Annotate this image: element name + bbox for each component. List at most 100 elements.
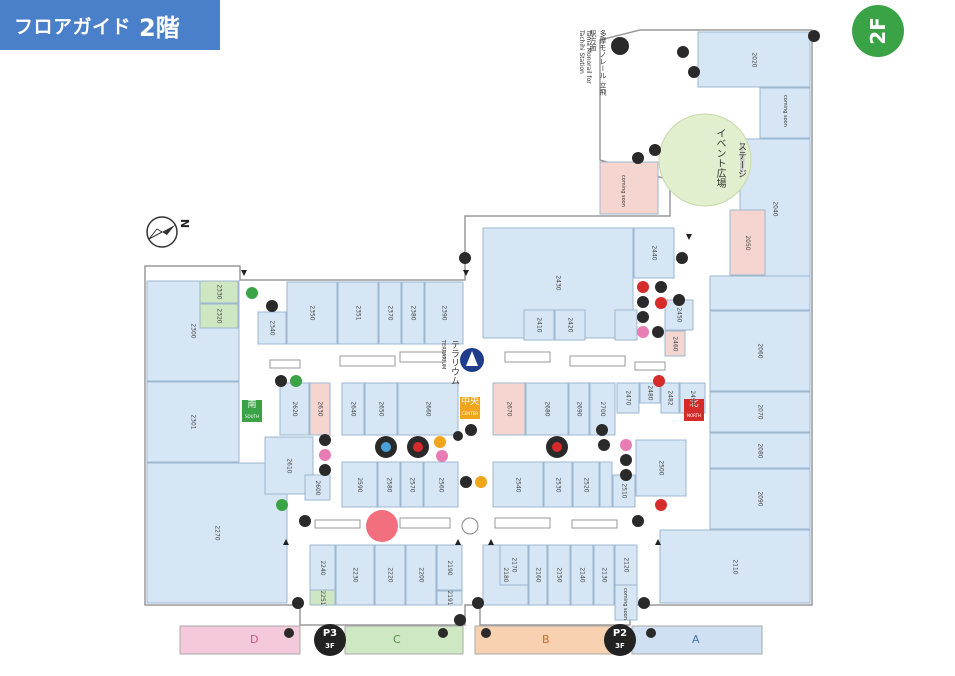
compass-north-label: N	[179, 218, 193, 229]
parking-P2-badge[interactable]	[604, 624, 636, 656]
shop-2191[interactable]	[436, 590, 463, 606]
shop-2480[interactable]	[639, 382, 661, 404]
red-spot	[366, 510, 398, 542]
shop-2520[interactable]	[572, 461, 600, 508]
coming-soon-right[interactable]	[759, 87, 811, 139]
shop-2020[interactable]	[697, 31, 811, 88]
event-plaza[interactable]	[658, 113, 752, 207]
north-sign-en: NORTH	[686, 413, 702, 418]
shop-2660[interactable]	[397, 382, 459, 436]
shop-label-2670: 2670	[505, 401, 513, 417]
shop-2560[interactable]	[423, 461, 459, 508]
fountain	[461, 517, 479, 535]
shop-2380[interactable]	[401, 281, 425, 345]
shop-2150[interactable]	[547, 544, 571, 606]
shop-2251[interactable]	[309, 589, 336, 606]
shop-2050[interactable]	[729, 209, 766, 276]
shop-2410[interactable]	[523, 309, 555, 341]
shop-2482[interactable]	[660, 382, 680, 414]
shop-2460[interactable]	[664, 330, 686, 357]
parking-P3-label[interactable]: P3 3F	[322, 628, 338, 650]
shop-2640[interactable]	[341, 382, 365, 436]
shop-label-2650: 2650	[377, 401, 385, 417]
shop-2650[interactable]	[364, 382, 398, 436]
shop-2301[interactable]	[146, 381, 240, 463]
center-sign[interactable]: 中央 CENTER	[460, 397, 480, 419]
shop-2140[interactable]	[570, 544, 594, 606]
shop-label-2470: 2470	[624, 390, 632, 406]
coming-soon-bottom[interactable]	[614, 584, 638, 621]
shop-2320[interactable]	[199, 303, 239, 329]
shop-2200[interactable]	[405, 544, 437, 606]
shop-2080[interactable]	[709, 432, 811, 469]
shop-2350[interactable]	[286, 281, 338, 345]
zone-B-label: B	[542, 633, 550, 646]
shop-2590[interactable]	[341, 461, 378, 508]
shop-2160[interactable]	[528, 544, 548, 606]
floor-guide-header: フロアガイド 2階	[0, 0, 220, 50]
shop-2570[interactable]	[400, 461, 424, 508]
event-plaza-label: イベント広場	[714, 128, 725, 188]
shop-2420[interactable]	[554, 309, 586, 341]
shop-label-2270: 2270	[213, 525, 221, 541]
header-title: フロアガイド	[14, 15, 132, 38]
shop-label-2630: 2630	[316, 401, 324, 417]
shop-2370[interactable]	[378, 281, 402, 345]
parking-P2-label[interactable]: P2 3F	[612, 628, 628, 650]
shop-label-2200: 2200	[417, 567, 425, 583]
shop-2050b[interactable]	[709, 275, 811, 311]
south-sign[interactable]: 南 SOUTH	[242, 400, 262, 422]
header-floor: 2階	[139, 13, 180, 42]
shop-label-2040: 2040	[771, 201, 779, 217]
shop-2110[interactable]	[659, 529, 811, 604]
shop-2630[interactable]	[309, 382, 331, 436]
shop-2530[interactable]	[543, 461, 573, 508]
shop-2330[interactable]	[199, 280, 239, 304]
zone-D[interactable]	[179, 625, 301, 655]
coming-soon-top-label: coming soon	[620, 175, 626, 207]
shop-label-2680: 2680	[543, 401, 551, 417]
zone-B[interactable]	[474, 625, 616, 655]
shop-label-2560: 2560	[437, 476, 445, 493]
shop-label-2180: 2180	[502, 567, 509, 583]
shop-2470[interactable]	[616, 382, 640, 414]
shop-2620[interactable]	[279, 382, 310, 436]
shop-2690[interactable]	[568, 382, 590, 436]
shop-2170[interactable]	[499, 544, 529, 586]
shop-label-2351: 2351	[354, 305, 362, 321]
shop-label-2410: 2410	[535, 317, 543, 333]
shop-2390[interactable]	[424, 281, 464, 345]
shop-2351[interactable]	[337, 281, 379, 345]
north-sign[interactable]: 北 NORTH	[684, 399, 704, 421]
shop-2270[interactable]	[146, 462, 288, 604]
shop-2521[interactable]	[599, 461, 613, 508]
south-sign-label: 南	[247, 400, 257, 410]
shop-label-2390: 2390	[440, 305, 448, 321]
shop-2440[interactable]	[633, 227, 675, 279]
shop-2090[interactable]	[709, 468, 811, 530]
shop-label-2140: 2140	[578, 567, 586, 583]
shop-2700[interactable]	[589, 382, 616, 436]
shop-2130[interactable]	[593, 544, 615, 606]
parking-P3-badge[interactable]	[314, 624, 346, 656]
shop-2600[interactable]	[304, 474, 331, 501]
shop-2670[interactable]	[492, 382, 526, 436]
terrarium-label: テラリウム	[449, 340, 459, 385]
shop-2680[interactable]	[525, 382, 569, 436]
shop-2451[interactable]	[614, 309, 638, 341]
shop-label-2370: 2370	[386, 305, 394, 321]
shop-2500[interactable]	[635, 439, 687, 497]
shop-2240[interactable]	[309, 544, 336, 591]
stage-label: ステージ	[736, 142, 746, 178]
coming-soon-top[interactable]	[599, 161, 659, 215]
shop-2230[interactable]	[335, 544, 375, 606]
south-sign-en: SOUTH	[244, 414, 260, 419]
stage	[740, 140, 745, 180]
shop-2070[interactable]	[709, 391, 811, 433]
shop-2220[interactable]	[374, 544, 406, 606]
shop-2060[interactable]	[709, 310, 811, 392]
shop-2580[interactable]	[377, 461, 401, 508]
shop-2190[interactable]	[436, 544, 463, 591]
shop-2540[interactable]	[492, 461, 544, 508]
